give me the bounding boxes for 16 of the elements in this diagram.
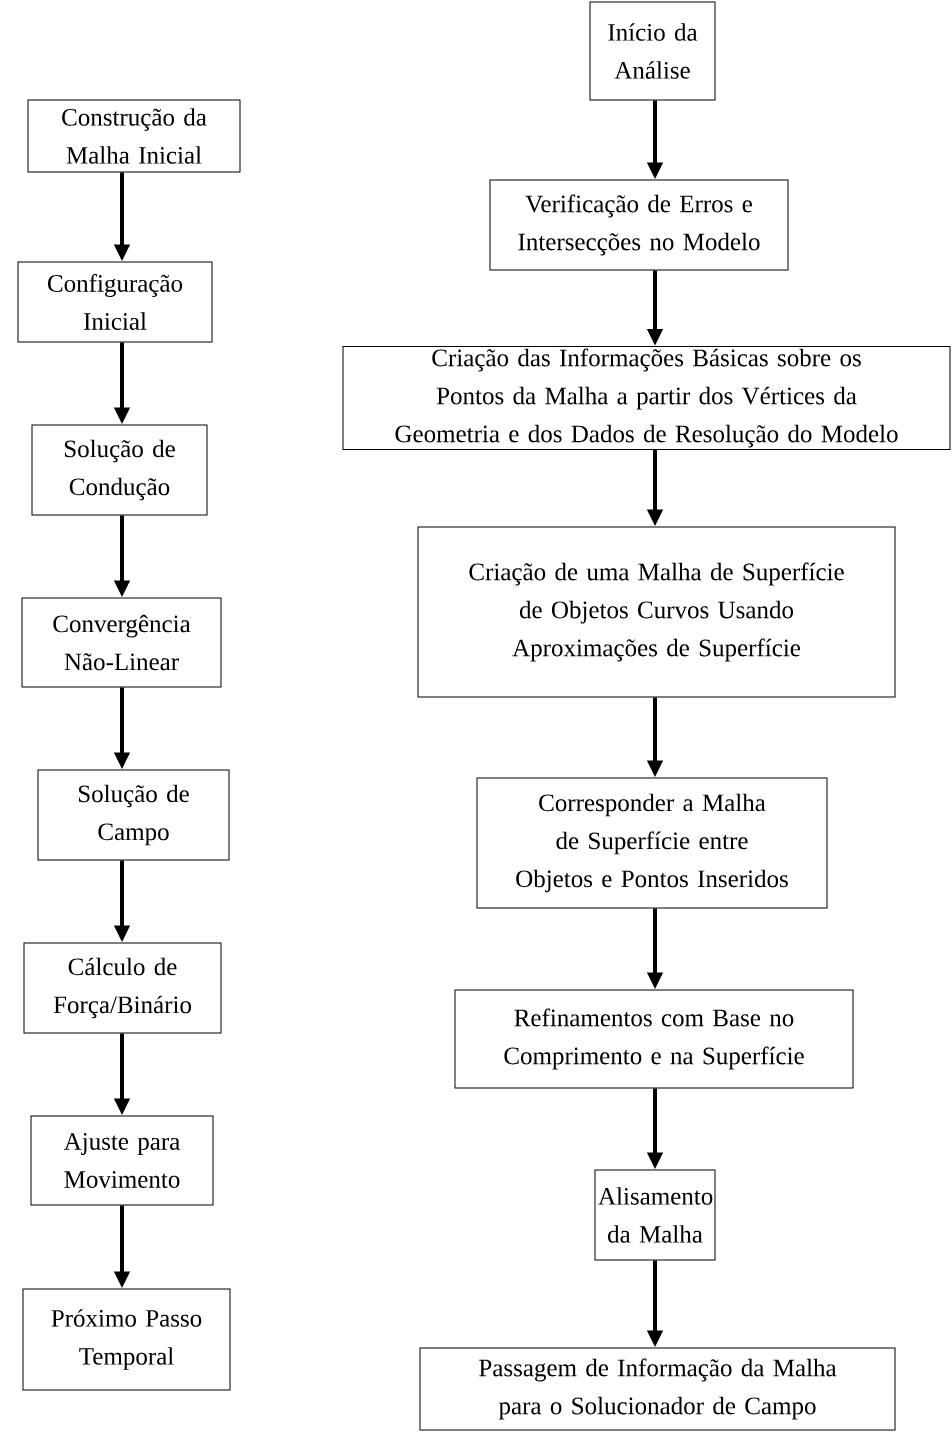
process-box: Próximo Passo Temporal: [22, 1288, 231, 1391]
process-box: Construção da Malha Inicial: [27, 99, 241, 173]
process-box: Ajuste para Movimento: [30, 1115, 214, 1206]
process-box: Criação das Informações Básicas sobre os Pontos da Malha a partir dos Vértices da Geometria e dos Dados de Resolução do Modelo: [342, 346, 951, 450]
process-box: Convergência Não-Linear: [21, 597, 222, 688]
process-box: Criação de uma Malha de Superfície de Objetos Curvos Usando Aproximações de Superfície: [417, 526, 896, 698]
process-box: Verificação de Erros e Intersecções no Modelo: [489, 179, 789, 271]
process-box: Início da Análise: [589, 1, 716, 101]
process-box: Solução de Campo: [37, 769, 230, 861]
process-box: Solução de Condução: [31, 424, 208, 516]
process-box: Alisamento da Malha: [594, 1169, 716, 1261]
process-box: Configuração Inicial: [17, 261, 213, 343]
process-box: Passagem de Informação da Malha para o Solucionador de Campo: [419, 1347, 896, 1431]
process-box: Corresponder a Malha de Superfície entre Objetos e Pontos Inseridos: [476, 777, 828, 909]
process-box: Cálculo de Força/Binário: [23, 942, 222, 1034]
process-box: Refinamentos com Base no Comprimento e na Superfície: [454, 989, 854, 1089]
